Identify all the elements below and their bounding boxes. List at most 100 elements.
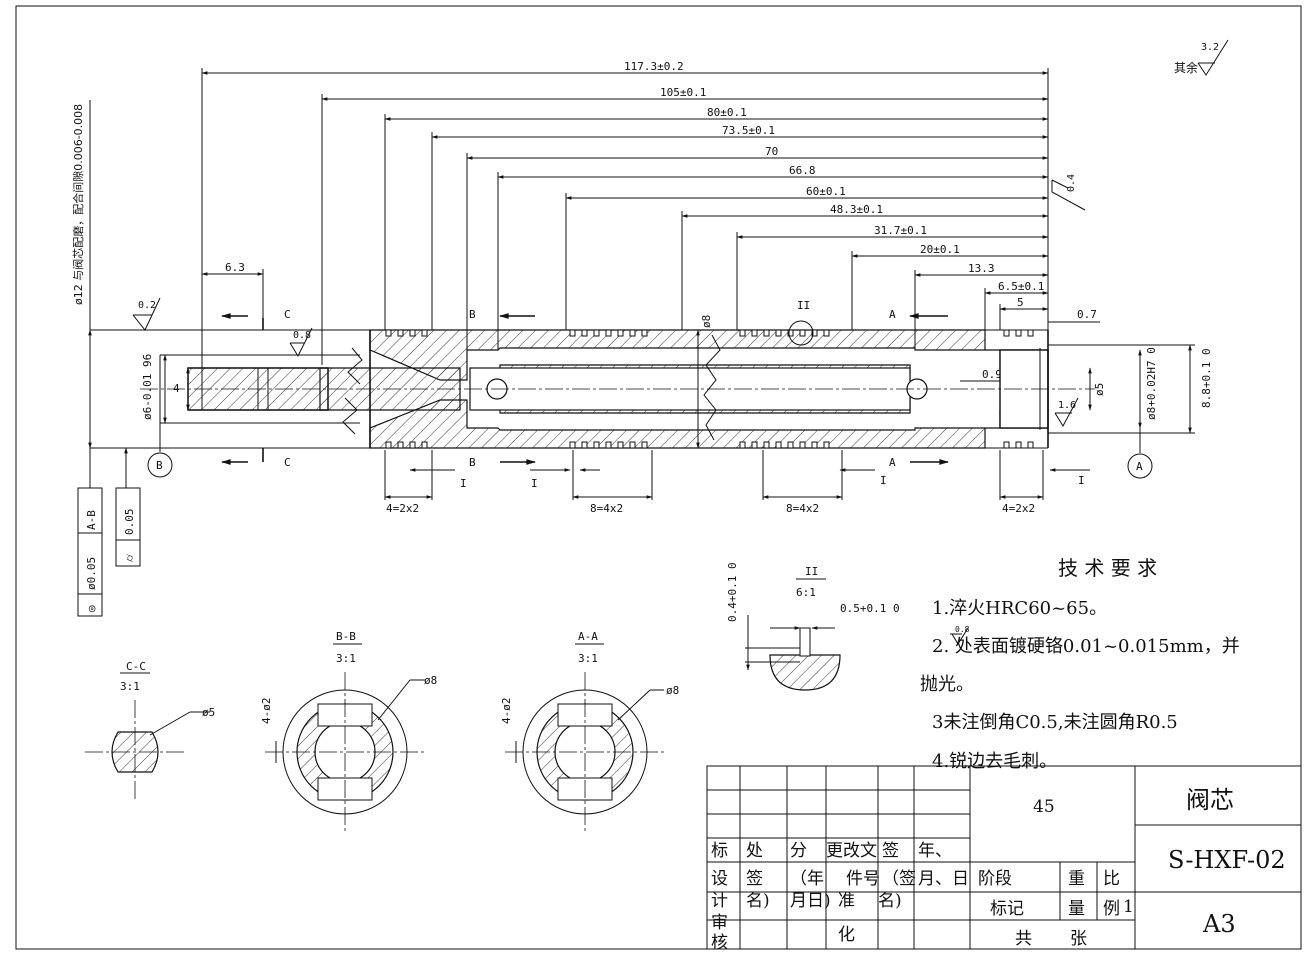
- dim-8-8: 8.8+0.1 0: [1200, 348, 1213, 408]
- svg-text:ø5: ø5: [202, 706, 215, 719]
- note-2-cont: 抛光。: [920, 674, 974, 695]
- svg-text:4-ø2: 4-ø2: [500, 698, 513, 725]
- dim-0-9: 0.9: [982, 368, 1002, 381]
- dim-5: 5: [1017, 296, 1024, 309]
- technical-requirements: 技 术 要 求 1.淬火HRC60~65。 2. 处表面镀硬铬0.01~0.01…: [920, 556, 1240, 772]
- svg-text:ø0.05: ø0.05: [85, 557, 98, 590]
- section-label-b-top: B: [469, 308, 476, 321]
- dim-60: 60±0.1: [806, 185, 846, 198]
- dim-phi5: ø5: [1093, 383, 1106, 396]
- svg-text:ø8: ø8: [424, 674, 437, 687]
- dim-0-7: 0.7: [1077, 308, 1097, 321]
- section-label-c-bottom: C: [284, 456, 291, 469]
- svg-text:更改文: 更改文: [826, 841, 877, 861]
- title-block: 45 阀芯 S-HXF-02 A3 标 处 分 更改文 签 年、 设 签 （年 …: [706, 765, 1302, 953]
- svg-text:8=4x2: 8=4x2: [786, 502, 819, 515]
- default-roughness-symbol: 其余 3.2: [1174, 39, 1229, 76]
- notes-title: 技 术 要 求: [1058, 556, 1157, 580]
- dim-4: 4: [173, 382, 180, 395]
- detail-mark-i-1: I: [460, 477, 467, 490]
- datum-a-label: A: [1136, 460, 1143, 473]
- datum-b-label: B: [156, 459, 163, 472]
- section-marks: C C B B A A II I I I I: [221, 299, 1085, 490]
- svg-text:ø8: ø8: [666, 684, 679, 697]
- stacked-dimensions: 117.3±0.2 105±0.1 80±0.1 73.5±0.1 70 66.…: [201, 60, 1100, 383]
- section-label-c-top: C: [284, 308, 291, 321]
- svg-text:A-A: A-A: [578, 630, 598, 643]
- svg-text:（年: （年: [790, 869, 824, 889]
- vertical-dimensions: ø6-0.01 96 4 ø8 ø5 ø8+0.02H7 0 8.8+0.1 0: [88, 315, 1213, 449]
- groove-dimensions: 4=2x2 8=4x2 8=4x2 4=2x2: [384, 450, 1090, 515]
- dim-48: 48.3±0.1: [830, 203, 883, 216]
- detail-mark-i-2: I: [531, 477, 538, 490]
- svg-text:0.2: 0.2: [138, 300, 156, 311]
- svg-text:阶段: 阶段: [978, 869, 1012, 889]
- svg-text:3:1: 3:1: [120, 680, 140, 693]
- dim-phi8-mid: ø8: [700, 315, 713, 328]
- dim-6: 6.5±0.1: [998, 280, 1044, 293]
- svg-text:月、日: 月、日: [918, 869, 969, 889]
- svg-text:计: 计: [711, 891, 728, 911]
- note-1: 1.淬火HRC60~65。: [932, 598, 1107, 619]
- svg-text:0.8: 0.8: [955, 625, 970, 634]
- section-view-bb: B-B 3:1 ø8 4-ø2: [260, 630, 437, 832]
- note-4: 4.锐边去毛刺。: [932, 751, 1057, 772]
- roughness-symbols-part: 0.2 0.8 1.6: [132, 297, 1079, 428]
- svg-text:标记: 标记: [990, 899, 1024, 919]
- drawing-number: S-HXF-02: [1168, 846, 1286, 874]
- section-label-a-top: A: [889, 308, 896, 321]
- dim-phi8-h7: ø8+0.02H7 0: [1145, 347, 1158, 420]
- svg-text:4=2x2: 4=2x2: [1002, 502, 1035, 515]
- dim-80: 80±0.1: [707, 106, 747, 119]
- svg-text:分: 分: [790, 841, 807, 861]
- sheet-border: [15, 5, 1302, 950]
- detail-mark-ii: II: [797, 299, 810, 312]
- dim-13: 13.3: [968, 262, 995, 275]
- svg-text:3.2: 3.2: [1201, 42, 1219, 53]
- section-view-cc: C-C 3:1 ø5: [85, 660, 215, 800]
- fit-note: ø12 与阀芯配磨，配合间隙0.006-0.008: [71, 104, 85, 305]
- note-2: 2. 处表面镀硬铬0.01~0.015mm，并: [932, 636, 1240, 657]
- svg-text:C-C: C-C: [126, 660, 146, 673]
- svg-text:年、: 年、: [918, 841, 952, 861]
- svg-text:3:1: 3:1: [336, 652, 356, 665]
- svg-text:月日): 月日): [790, 891, 831, 911]
- svg-text:0.4+0.1 0: 0.4+0.1 0: [726, 562, 739, 622]
- groove-teeth: [385, 329, 1034, 449]
- svg-text:化: 化: [838, 925, 855, 945]
- extension-lines: [201, 68, 1049, 410]
- section-label-b-bottom: B: [469, 456, 476, 469]
- main-section-view: [90, 329, 1110, 449]
- svg-text:张: 张: [1070, 929, 1087, 949]
- dim-phi6: ø6-0.01 96: [141, 354, 154, 420]
- svg-text:签: 签: [746, 869, 763, 889]
- dim-66: 66.8: [789, 164, 816, 177]
- svg-text:3:1: 3:1: [578, 652, 598, 665]
- svg-text:0.05: 0.05: [123, 509, 136, 536]
- dim-73: 73.5±0.1: [722, 124, 775, 137]
- part-name: 阀芯: [1186, 786, 1234, 814]
- svg-text:II: II: [805, 565, 818, 578]
- svg-text:件号: 件号: [846, 869, 880, 889]
- svg-text:6:1: 6:1: [796, 586, 816, 599]
- svg-text:准: 准: [838, 891, 855, 911]
- svg-text:核: 核: [711, 933, 728, 953]
- svg-text:0.4: 0.4: [1066, 174, 1077, 192]
- section-label-a-bottom: A: [889, 456, 896, 469]
- datum-markers: B A: [147, 423, 1153, 479]
- dim-20: 20±0.1: [920, 243, 960, 256]
- svg-text:⌭: ⌭: [123, 554, 136, 562]
- svg-text:4-ø2: 4-ø2: [260, 698, 273, 725]
- dim-6-3: 6.3: [225, 261, 245, 274]
- detail-mark-i-4: I: [1078, 474, 1085, 487]
- svg-text:0.5+0.1 0: 0.5+0.1 0: [840, 602, 900, 615]
- detail-mark-i-3: I: [880, 474, 887, 487]
- svg-text:名): 名): [878, 891, 902, 911]
- svg-text:名): 名): [746, 891, 770, 911]
- dim-70: 70: [765, 145, 778, 158]
- note-2-roughness-symbol: [951, 627, 969, 645]
- svg-text:1.6: 1.6: [1058, 400, 1076, 411]
- gdt-frames: ◎ ø0.05 A-B ⌭ 0.05: [77, 447, 141, 617]
- section-view-aa: A-A 3:1 ø8 4-ø2: [500, 630, 679, 832]
